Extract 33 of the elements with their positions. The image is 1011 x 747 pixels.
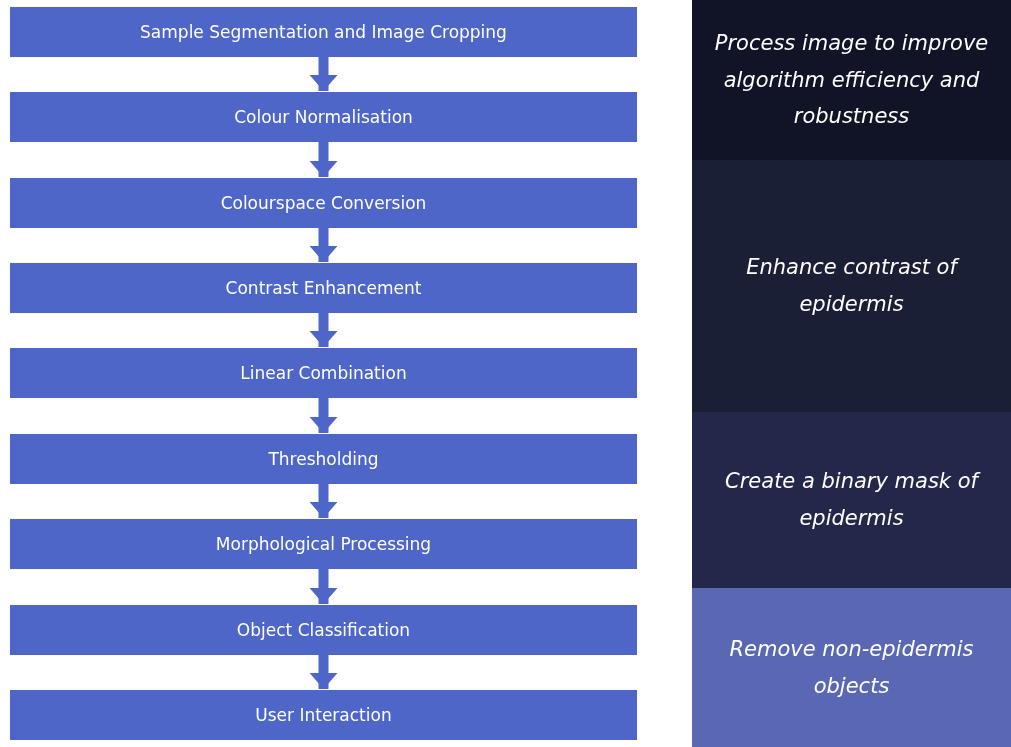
arrow (309, 313, 338, 347)
arrow (309, 228, 338, 262)
process-box (10, 434, 637, 484)
arrow (309, 569, 338, 604)
process-box (10, 605, 637, 655)
description-panel (692, 412, 1011, 588)
description-panel (692, 0, 1011, 160)
process-box (10, 7, 637, 57)
process-box (10, 690, 637, 740)
step-label: User Interaction (255, 705, 392, 725)
step-label: Thresholding (268, 449, 379, 469)
process-box (10, 92, 637, 142)
process-box (10, 519, 637, 569)
description-text: Process image to improve algorithm efficiency and robustness (713, 29, 990, 131)
step-label: Linear Combination (240, 363, 407, 383)
process-box (10, 178, 637, 228)
description-panel (692, 588, 1011, 747)
step-label: Object Classification (236, 620, 411, 640)
arrow (309, 142, 338, 177)
description-text: Remove non-epidermis objects (728, 635, 975, 700)
arrow (309, 57, 338, 91)
step-label: Morphological Processing (215, 534, 432, 554)
process-box (10, 263, 637, 313)
step-label: Sample Segmentation and Image Cropping (140, 22, 507, 42)
description-text: Create a binary mask of epidermis (704, 463, 999, 537)
step-label: Contrast Enhancement (225, 278, 422, 298)
step-label: Colourspace Conversion (220, 193, 427, 213)
arrow (309, 484, 338, 518)
step-label: Colour Normalisation (234, 107, 413, 127)
description-panel (692, 160, 1011, 412)
arrow (309, 398, 338, 433)
description-text: Enhance contrast of epidermis (704, 249, 999, 323)
process-box (10, 348, 637, 398)
